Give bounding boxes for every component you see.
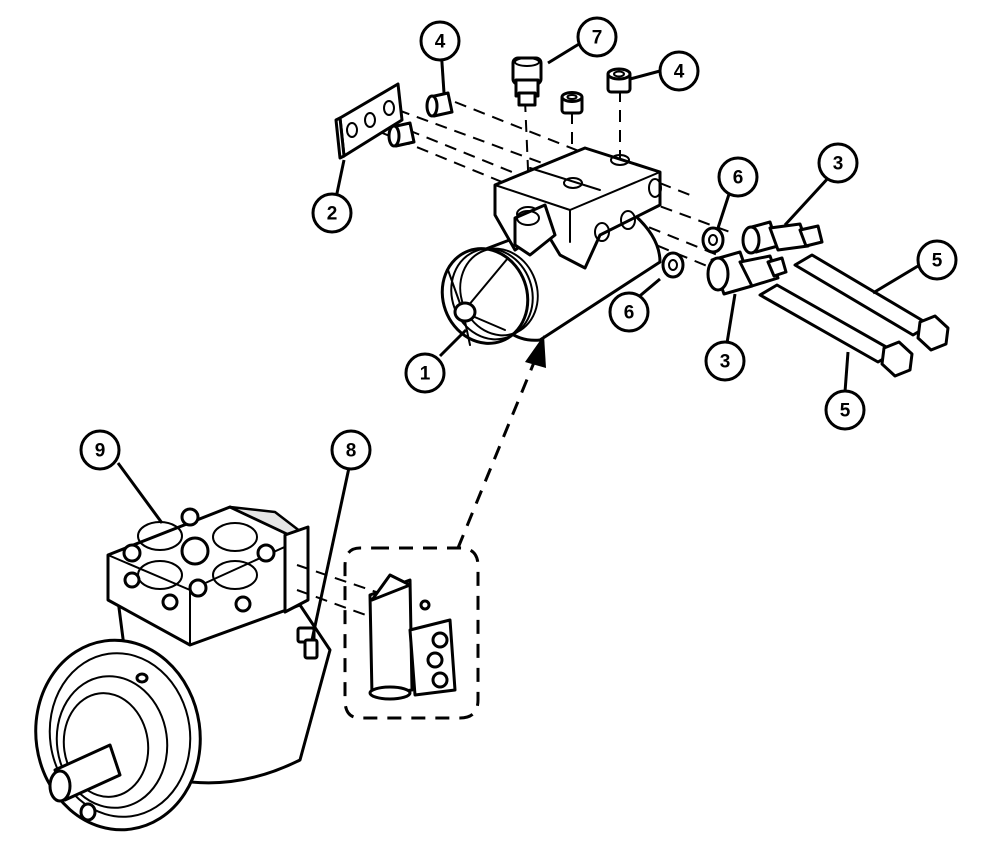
svg-text:3: 3 (833, 154, 844, 175)
motor-pump-part-9 (34, 505, 332, 832)
callout-5-upper: 5 (916, 239, 958, 281)
socket-screw-part-4-right (606, 67, 632, 94)
svg-text:6: 6 (733, 168, 744, 189)
elbow-fitting-part-3-lower (706, 250, 788, 296)
callout-5-lower: 5 (824, 389, 866, 431)
bolt-part-5-upper (793, 253, 950, 352)
callout-2: 2 (311, 192, 353, 234)
svg-text:1: 1 (420, 364, 431, 385)
valve-body-part-1 (440, 146, 662, 346)
callout-8: 8 (330, 429, 372, 471)
callout-3-lower: 3 (704, 340, 746, 382)
socket-screw-middle (560, 91, 584, 115)
washer-part-6-lower (661, 251, 685, 279)
washer-part-6-upper (701, 226, 725, 254)
svg-text:3: 3 (720, 352, 731, 373)
callout-3-upper: 3 (817, 142, 859, 184)
svg-text:2: 2 (327, 204, 338, 225)
svg-text:8: 8 (346, 441, 357, 462)
callout-1: 1 (404, 352, 446, 394)
callout-6-lower: 6 (608, 291, 650, 333)
callout-6-upper: 6 (717, 156, 759, 198)
fitting-part-8 (296, 626, 319, 660)
assembly-arrow (456, 335, 546, 549)
callout-9: 9 (79, 429, 121, 471)
callout-7: 7 (576, 16, 618, 58)
svg-text:4: 4 (435, 32, 446, 53)
svg-text:7: 7 (592, 28, 603, 49)
svg-text:5: 5 (932, 251, 943, 272)
detail-inset (296, 546, 480, 720)
svg-text:6: 6 (624, 303, 635, 324)
callout-4-left: 4 (419, 20, 461, 62)
bolt-part-5-lower (758, 283, 914, 378)
elbow-fitting-part-3-upper (741, 220, 824, 255)
svg-text:9: 9 (95, 441, 106, 462)
svg-text:5: 5 (840, 401, 851, 422)
callout-4-right: 4 (658, 50, 700, 92)
mounting-plate-part-2 (334, 82, 404, 160)
spacer-part-4-left (387, 91, 454, 148)
fitting-part-7 (511, 56, 543, 107)
svg-text:4: 4 (674, 62, 685, 83)
